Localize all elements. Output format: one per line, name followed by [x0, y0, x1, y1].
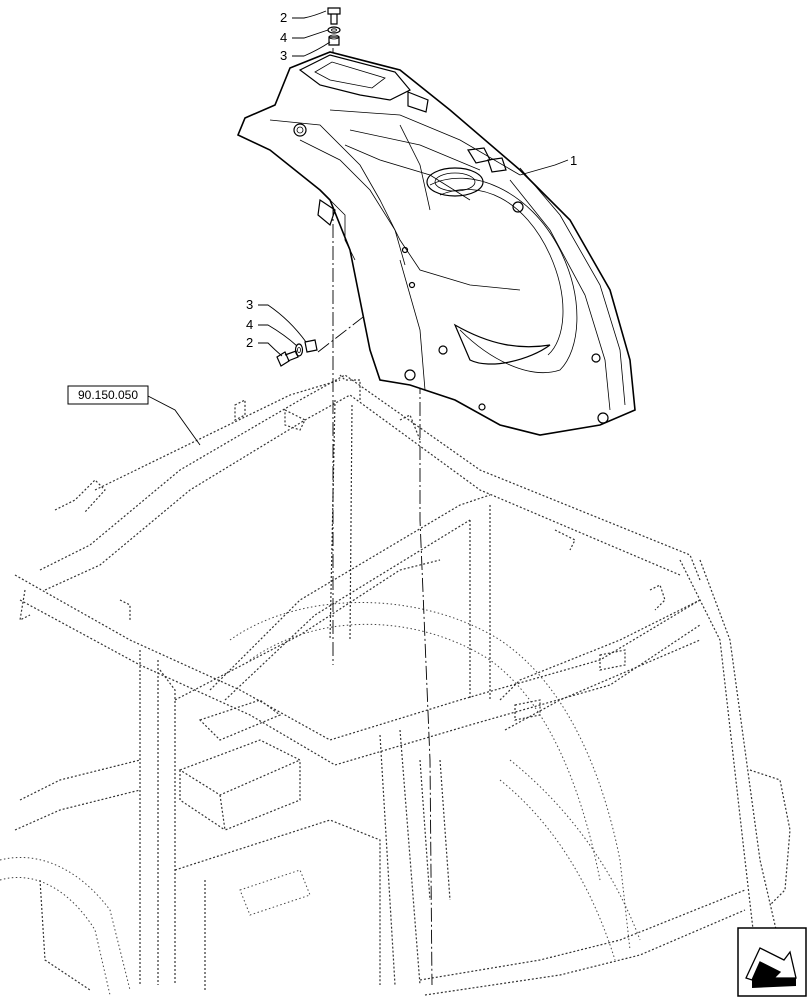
reference-box[interactable]: 90.150.050	[67, 385, 149, 405]
side-bolt	[276, 350, 299, 367]
cab-frame	[0, 374, 791, 996]
reference-label: 90.150.050	[78, 388, 138, 402]
callout-side-bolt: 2	[246, 335, 253, 350]
callout-top-bolt: 2	[280, 10, 287, 25]
top-bolt	[327, 7, 341, 25]
callout-side-washer: 4	[246, 317, 253, 332]
callout-panel: 1	[570, 153, 577, 168]
callout-top-spacer: 3	[280, 48, 287, 63]
callout-top-washer: 4	[280, 30, 287, 45]
next-page-arrow-icon[interactable]	[737, 927, 807, 997]
top-washer	[327, 26, 341, 34]
side-spacer	[304, 339, 318, 353]
trim-panel-part	[236, 51, 636, 436]
callout-side-spacer: 3	[246, 297, 253, 312]
top-spacer	[328, 34, 340, 46]
side-washer	[294, 343, 304, 357]
callout-leaders	[147, 10, 569, 446]
